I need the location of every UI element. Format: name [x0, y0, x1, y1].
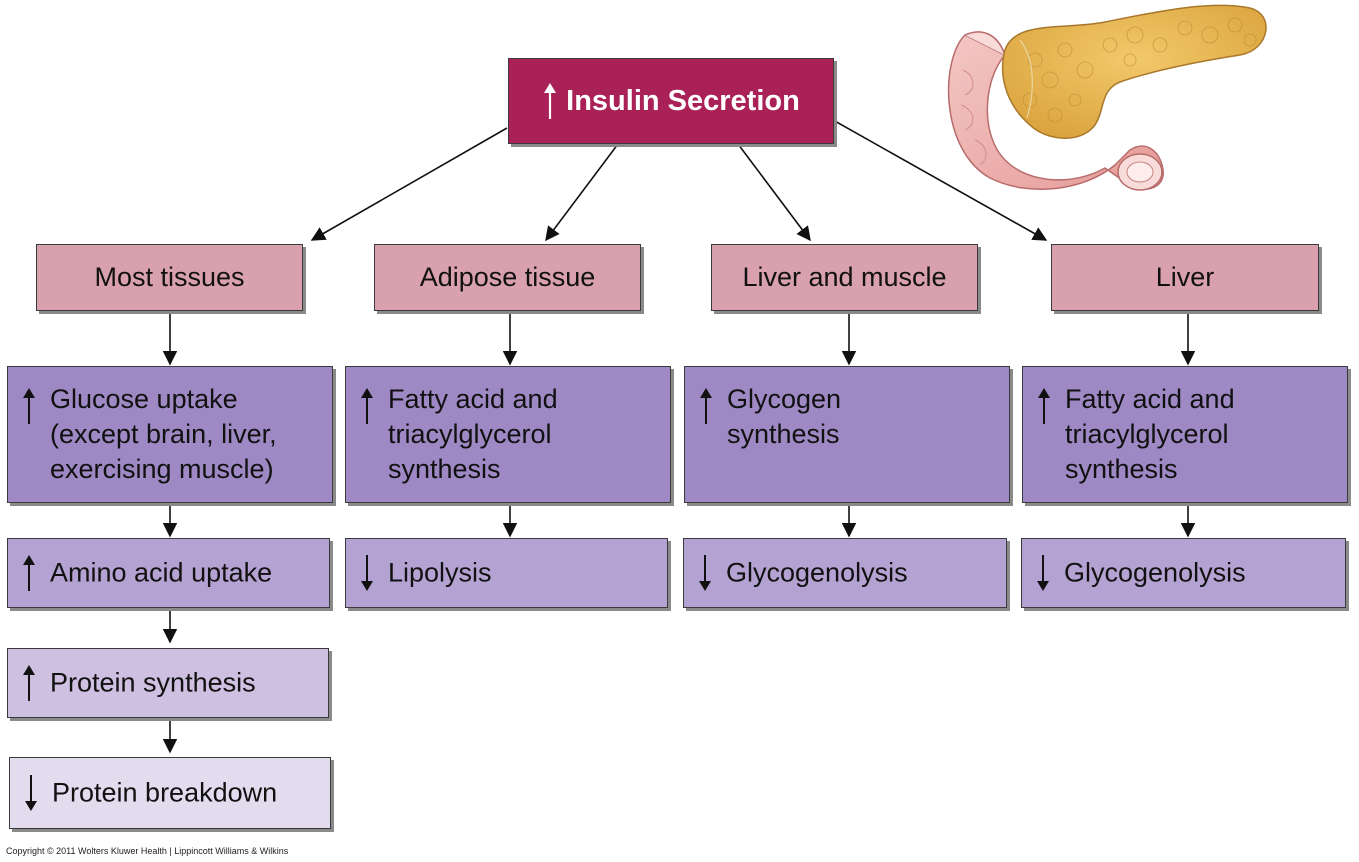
- increase-arrow-icon: [22, 367, 40, 502]
- tissue-label: Liver and muscle: [742, 262, 947, 292]
- effect-lipolysis: Lipolysis: [345, 538, 668, 608]
- effect-text: Fatty acid and triacylglycerol synthesis: [388, 384, 558, 484]
- effect-protein-breakdown: Protein breakdown: [9, 757, 331, 829]
- effect-glycogenolysis-liver: Glycogenolysis: [1021, 538, 1346, 608]
- tissue-box-adipose-tissue: Adipose tissue: [374, 244, 641, 311]
- effect-text: Lipolysis: [388, 557, 492, 588]
- effect-glycogenolysis-liver-muscle: Glycogenolysis: [683, 538, 1007, 608]
- decrease-arrow-icon: [24, 758, 42, 828]
- tissue-box-most-tissues: Most tissues: [36, 244, 303, 311]
- effect-fatty-acid-synthesis: Fatty acid and triacylglycerol synthesis: [345, 366, 671, 503]
- effect-text: Protein breakdown: [52, 777, 278, 808]
- effect-text: Glucose uptake (except brain, liver, exe…: [50, 384, 277, 484]
- tissue-box-liver-and-muscle: Liver and muscle: [711, 244, 978, 311]
- effect-glycogen-synthesis: Glycogen synthesis: [684, 366, 1010, 503]
- arrow-to-liver: [832, 119, 1048, 241]
- decrease-arrow-icon: [698, 539, 716, 607]
- increase-arrow-icon: [1037, 367, 1055, 502]
- pancreas-illustration: [947, 4, 1267, 191]
- effect-glucose-uptake: Glucose uptake (except brain, liver, exe…: [7, 366, 333, 503]
- tissue-box-liver: Liver: [1051, 244, 1319, 311]
- increase-arrow-icon: [360, 367, 378, 502]
- copyright-notice: Copyright © 2011 Wolters Kluwer Health |…: [6, 846, 289, 856]
- insulin-secretion-label: Insulin Secretion: [566, 84, 800, 117]
- tissue-label: Liver: [1155, 262, 1215, 292]
- effect-protein-synthesis: Protein synthesis: [7, 648, 329, 718]
- effect-text: Glycogen synthesis: [727, 384, 842, 449]
- effect-text: Amino acid uptake: [50, 557, 273, 588]
- decrease-arrow-icon: [1036, 539, 1054, 607]
- increase-arrow-icon: [542, 82, 558, 120]
- effect-text: Glycogenolysis: [1064, 557, 1246, 588]
- increase-arrow-icon: [22, 649, 40, 717]
- arrow-to-most-tissues: [310, 127, 508, 241]
- increase-arrow-icon: [699, 367, 717, 502]
- tissue-label: Most tissues: [94, 262, 245, 292]
- insulin-secretion-box: Insulin Secretion: [508, 58, 834, 144]
- effect-text: Fatty acid and triacylglycerol synthesis: [1065, 384, 1235, 484]
- effect-text: Glycogenolysis: [726, 557, 908, 588]
- arrow-to-adipose-tissue: [545, 143, 619, 242]
- effect-fatty-acid-synthesis-liver: Fatty acid and triacylglycerol synthesis: [1022, 366, 1348, 503]
- decrease-arrow-icon: [360, 539, 378, 607]
- increase-arrow-icon: [22, 539, 40, 607]
- effect-amino-acid-uptake: Amino acid uptake: [7, 538, 330, 608]
- tissue-label: Adipose tissue: [419, 262, 596, 292]
- arrow-to-liver-and-muscle: [737, 143, 811, 242]
- effect-text: Protein synthesis: [50, 667, 256, 698]
